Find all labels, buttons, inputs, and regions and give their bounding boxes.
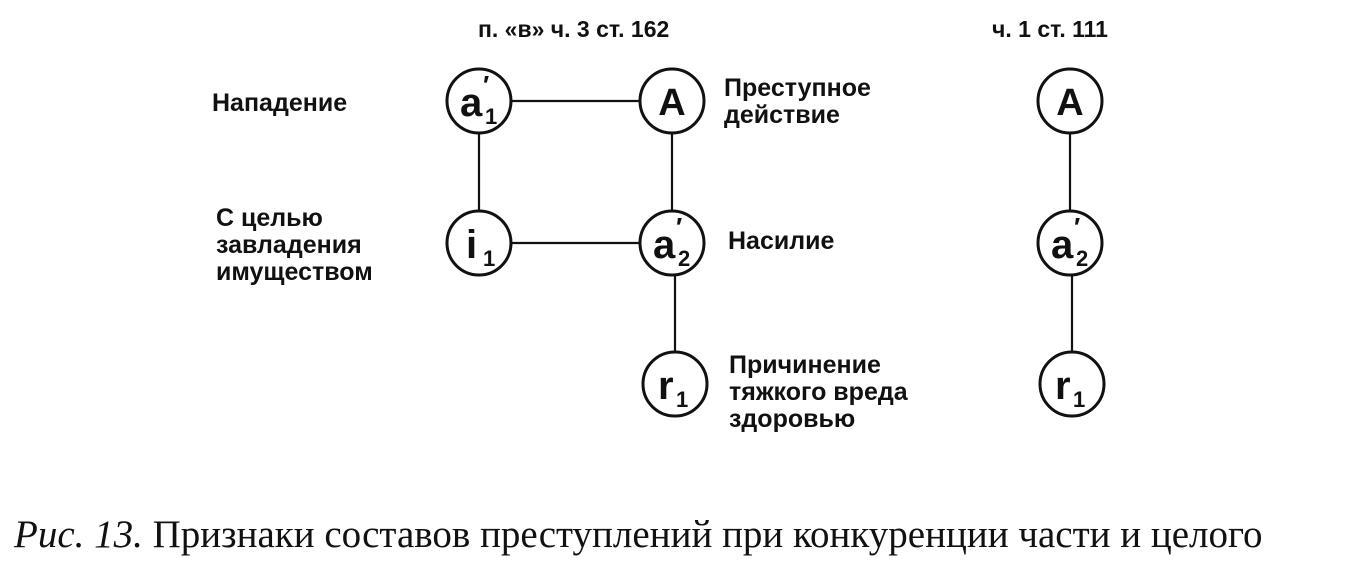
node-A-right-main: A xyxy=(1056,82,1083,124)
label-prestupnoe-line1: Преступное xyxy=(724,74,871,102)
label-prichinenie-line3: здоровью xyxy=(729,405,856,433)
node-a2-right-main: a xyxy=(1051,223,1074,267)
node-r1-left-sub: 1 xyxy=(676,387,688,412)
node-a2-right-prime: ′ xyxy=(1074,212,1080,242)
header-right-article: ч. 1 ст. 111 xyxy=(992,16,1108,42)
node-r1-left-main: r xyxy=(658,364,674,408)
label-napadenie: Нападение xyxy=(212,89,348,117)
node-a2-left xyxy=(638,209,706,277)
node-r1-left xyxy=(641,350,709,418)
node-a1-sub: 1 xyxy=(485,104,497,129)
label-prichinenie: Причинение тяжкого вреда здоровью xyxy=(729,352,908,433)
label-prichinenie-line1: Причинение xyxy=(729,351,881,379)
node-a1-main: a xyxy=(460,81,483,125)
label-s-celyu: С целью завладения имуществом xyxy=(216,205,373,286)
node-A-right xyxy=(1036,67,1104,135)
label-celyu-line1: С целью xyxy=(216,204,323,232)
figure-number: Рис. 13. xyxy=(14,513,143,556)
node-i1 xyxy=(445,209,513,277)
figure-caption: Рис. 13. Признаки составов преступлений … xyxy=(14,512,1263,557)
header-left-article: п. «в» ч. 3 ст. 162 xyxy=(478,16,670,42)
node-r1-right-sub: 1 xyxy=(1073,387,1085,412)
node-a2-left-prime: ′ xyxy=(676,212,682,242)
node-a1-prime: ′ xyxy=(483,70,489,100)
node-A-left-main: A xyxy=(658,82,685,124)
node-a2-left-sub: 2 xyxy=(678,246,690,271)
node-a2-right xyxy=(1036,209,1104,277)
label-prestupnoe-deistvie: Преступное действие xyxy=(724,75,871,129)
node-i1-sub: 1 xyxy=(483,246,495,271)
node-r1-right-main: r xyxy=(1055,364,1071,408)
label-prestupnoe-line2: действие xyxy=(724,101,840,129)
node-a2-right-sub: 2 xyxy=(1076,246,1088,271)
node-a2-left-main: a xyxy=(653,223,676,267)
node-i1-main: i xyxy=(466,223,477,267)
label-prichinenie-line2: тяжкого вреда xyxy=(729,378,908,406)
node-a1 xyxy=(445,67,513,135)
label-celyu-line3: имуществом xyxy=(216,258,373,286)
figure-caption-text: Признаки составов преступлений при конку… xyxy=(152,513,1263,556)
label-celyu-line2: завладения xyxy=(216,231,362,259)
label-nasilie: Насилие xyxy=(728,227,835,255)
node-A-left xyxy=(638,67,706,135)
node-r1-right xyxy=(1038,350,1106,418)
